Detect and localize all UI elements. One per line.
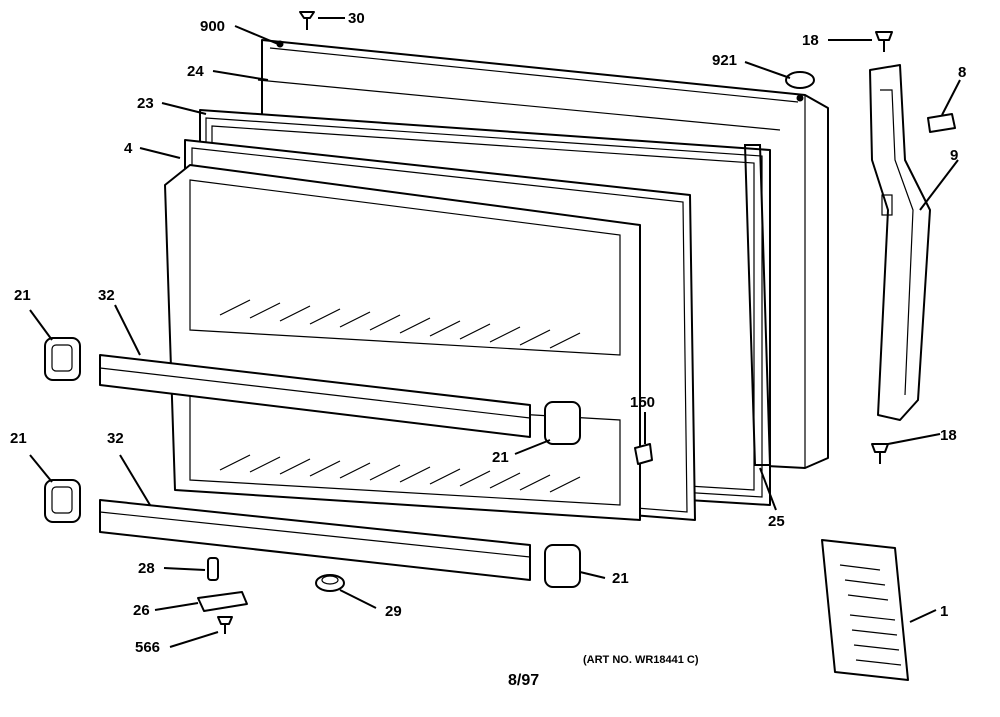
- callout-25: 25: [768, 513, 785, 530]
- part-150: [634, 443, 653, 465]
- door-handle: [869, 64, 931, 421]
- callout-150: 150: [630, 394, 655, 411]
- door-liner: [164, 164, 641, 521]
- callout-24: 24: [187, 63, 204, 80]
- callout-921: 921: [712, 52, 737, 69]
- bin-bar-lower: [99, 499, 531, 581]
- screw-18-top: [875, 31, 893, 52]
- callout-32-upper: 32: [98, 287, 115, 304]
- bin-bar-upper: [99, 354, 531, 438]
- callout-30: 30: [348, 10, 365, 27]
- art-number: (ART NO. WR18441 C): [583, 654, 699, 666]
- callout-26: 26: [133, 602, 150, 619]
- bracket-26: [197, 591, 248, 612]
- callout-32-lower: 32: [107, 430, 124, 447]
- leader-lines: [29, 17, 961, 648]
- plug-921: [785, 71, 815, 89]
- callout-21-lower-left: 21: [10, 430, 27, 447]
- callout-8: 8: [958, 64, 966, 81]
- callout-21-upper-left: 21: [14, 287, 31, 304]
- revision-date: 8/97: [508, 672, 539, 689]
- callout-1: 1: [940, 603, 948, 620]
- end-cap-upper-right: [544, 401, 581, 445]
- door-breaker-strip: [743, 144, 772, 466]
- callout-18-bottom: 18: [940, 427, 957, 444]
- end-cap-upper-left: [44, 337, 81, 381]
- callout-21-lower-right: 21: [612, 570, 629, 587]
- callout-21-upper-right: 21: [492, 449, 509, 466]
- screw-30: [299, 11, 315, 30]
- pin-28: [207, 557, 219, 581]
- screw-566: [217, 616, 233, 634]
- screw-18-bottom: [871, 443, 889, 464]
- callout-566: 566: [135, 639, 160, 656]
- callout-29: 29: [385, 603, 402, 620]
- callout-28: 28: [138, 560, 155, 577]
- end-cap-lower-left: [44, 479, 81, 523]
- callout-4: 4: [124, 140, 133, 157]
- instruction-booklet: [821, 539, 909, 681]
- callout-23: 23: [137, 95, 154, 112]
- plug-29: [315, 574, 345, 592]
- callout-9: 9: [950, 147, 958, 164]
- clip-8: [927, 113, 956, 133]
- callout-labels: 900 30 24 23 4 921 18 8 9 21 32 21 32 15…: [10, 10, 966, 656]
- callout-900: 900: [200, 18, 225, 35]
- callout-18-top: 18: [802, 32, 819, 49]
- end-cap-lower-right: [544, 544, 581, 588]
